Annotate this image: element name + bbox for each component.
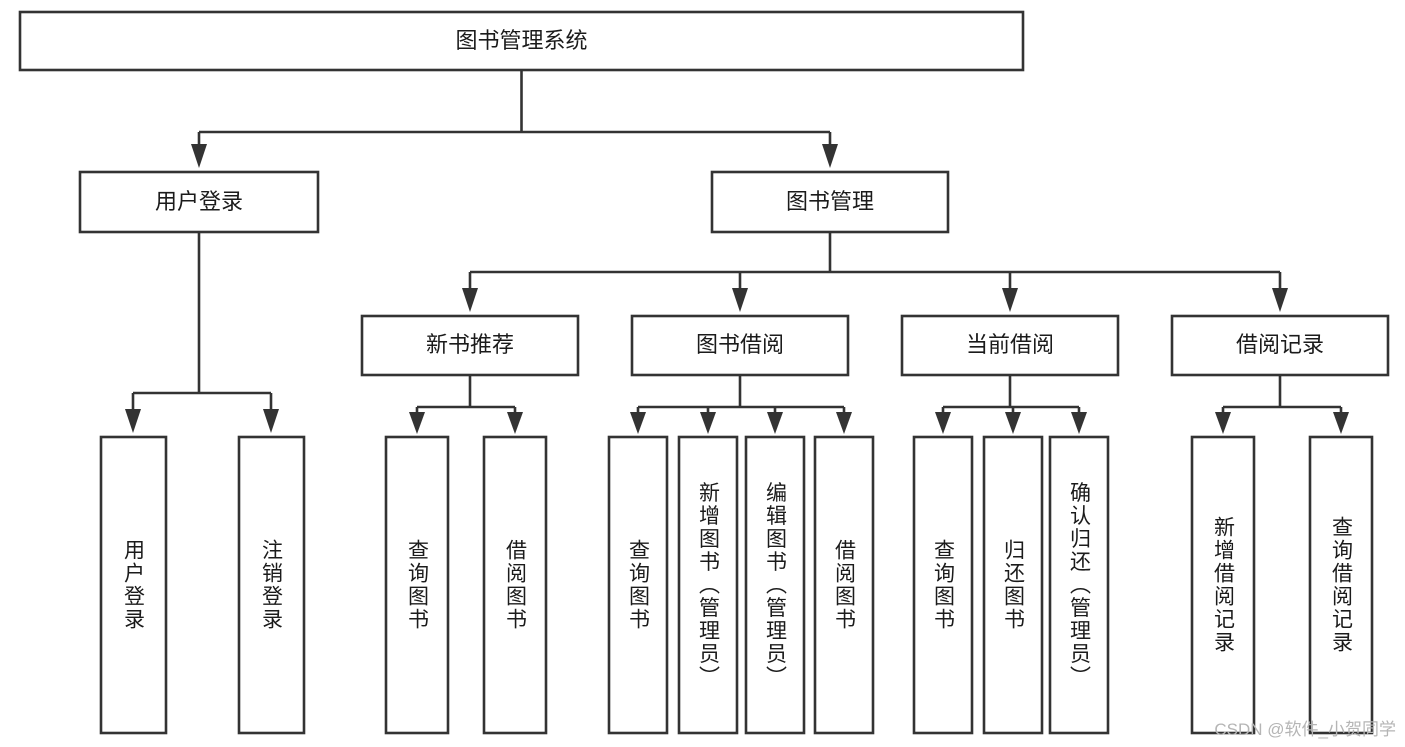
node-book-borrow-box [630,314,850,377]
node-borrow-record[interactable]: 借阅记录 [1170,314,1390,377]
arrow-head-current-borrow [1002,288,1018,312]
arrow-head-recommend-query-book [409,412,425,434]
node-record-query-record-box [1308,435,1374,735]
arrow-head-borrow-query-book [630,412,646,434]
node-user-login-logout-box [237,435,306,735]
node-borrow-edit-book-box [744,435,806,735]
node-current-confirm-return[interactable]: 确认归还（管理员） [1048,435,1110,735]
node-user-login-login[interactable]: 用户登录 [99,435,168,735]
node-record-add-record-box [1190,435,1256,735]
node-record-add-record-label: 新增借阅记录 [1212,516,1236,654]
node-book-manage[interactable]: 图书管理 [710,170,950,234]
node-user-login[interactable]: 用户登录 [78,170,320,234]
node-recommend-borrow-book-label: 借阅图书 [504,539,528,631]
arrow-head-current-return-book [1005,412,1021,434]
node-recommend-query-book-label: 查询图书 [406,539,430,631]
arrow-head-new-book-recommend [462,288,478,312]
node-current-return-book-box [982,435,1044,735]
node-borrow-add-book-label: 新增图书（管理员） [697,482,721,689]
node-borrow-add-book[interactable]: 新增图书（管理员） [677,435,739,735]
node-current-return-book-label: 归还图书 [1002,539,1026,631]
connector-group-user-login [125,232,279,433]
node-recommend-query-book[interactable]: 查询图书 [384,435,450,735]
node-borrow-query-book[interactable]: 查询图书 [607,435,669,735]
node-book-manage-box [710,170,950,234]
node-borrow-borrow-book-label: 借阅图书 [833,539,857,631]
connector-group-root [191,70,838,168]
node-book-manage-label: 图书管理 [786,189,874,214]
connector-group-book-borrow [630,375,852,434]
node-book-borrow-label: 图书借阅 [696,332,784,357]
arrow-head-book-borrow [732,288,748,312]
arrow-head-book-manage [822,144,838,168]
node-current-query-book-box [912,435,974,735]
connector-group-current-borrow [935,375,1087,434]
node-root-label: 图书管理系统 [455,28,587,53]
node-borrow-borrow-book-box [813,435,875,735]
node-root-box [18,10,1025,72]
arrow-head-user-login-logout [263,409,279,433]
arrow-head-user-login-login [125,409,141,433]
node-current-borrow-label: 当前借阅 [966,332,1054,357]
node-borrow-edit-book[interactable]: 编辑图书（管理员） [744,435,806,735]
node-new-book-recommend-box [360,314,580,377]
node-user-login-label: 用户登录 [155,189,243,214]
node-user-login-logout-label: 注销登录 [260,539,284,631]
connector-group-new-book-recommend [409,375,523,434]
node-book-borrow[interactable]: 图书借阅 [630,314,850,377]
arrow-head-current-confirm-return [1071,412,1087,434]
node-root[interactable]: 图书管理系统 [18,10,1025,72]
arrow-head-record-add-record [1215,412,1231,434]
node-record-add-record[interactable]: 新增借阅记录 [1190,435,1256,735]
node-record-query-record-label: 查询借阅记录 [1330,516,1354,654]
node-current-borrow[interactable]: 当前借阅 [900,314,1120,377]
node-borrow-borrow-book[interactable]: 借阅图书 [813,435,875,735]
node-current-confirm-return-box [1048,435,1110,735]
node-current-return-book[interactable]: 归还图书 [982,435,1044,735]
node-new-book-recommend[interactable]: 新书推荐 [360,314,580,377]
node-recommend-query-book-box [384,435,450,735]
node-user-login-login-box [99,435,168,735]
node-record-query-record[interactable]: 查询借阅记录 [1308,435,1374,735]
node-user-login-login-label: 用户登录 [122,539,146,631]
node-current-query-book[interactable]: 查询图书 [912,435,974,735]
arrow-head-user-login [191,144,207,168]
node-borrow-query-book-box [607,435,669,735]
node-current-borrow-box [900,314,1120,377]
node-new-book-recommend-label: 新书推荐 [426,332,514,357]
connector-group-book-manage [462,232,1288,312]
node-current-query-book-label: 查询图书 [932,539,956,631]
node-user-login-logout[interactable]: 注销登录 [237,435,306,735]
node-borrow-edit-book-label: 编辑图书（管理员） [764,482,788,689]
arrow-head-borrow-record [1272,288,1288,312]
arrow-head-recommend-borrow-book [507,412,523,434]
arrow-head-record-query-record [1333,412,1349,434]
node-recommend-borrow-book[interactable]: 借阅图书 [482,435,548,735]
connector-group-borrow-record [1215,375,1349,434]
arrow-head-borrow-borrow-book [836,412,852,434]
arrow-head-current-query-book [935,412,951,434]
node-borrow-query-book-label: 查询图书 [627,539,651,631]
node-borrow-add-book-box [677,435,739,735]
node-recommend-borrow-book-box [482,435,548,735]
node-current-confirm-return-label: 确认归还（管理员） [1068,482,1092,689]
csdn-watermark: CSDN @软件_小贺同学 [1214,720,1396,739]
node-borrow-record-label: 借阅记录 [1236,332,1324,357]
arrow-head-borrow-add-book [700,412,716,434]
node-user-login-box [78,170,320,234]
node-borrow-record-box [1170,314,1390,377]
arrow-head-borrow-edit-book [767,412,783,434]
